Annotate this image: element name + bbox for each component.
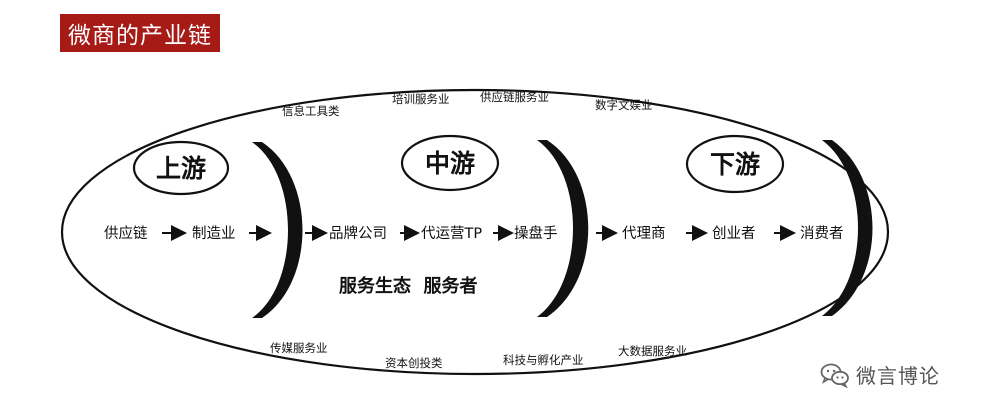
wechat-icon	[820, 363, 849, 388]
bracket-separator-3	[822, 140, 873, 316]
node-consumer: 消费者	[800, 225, 844, 242]
sector-training: 培训服务业	[392, 92, 450, 106]
watermark: 微言博论	[820, 360, 940, 389]
node-operator-tp: 代运营TP	[421, 225, 482, 242]
sector-tech-incubation: 科技与孵化产业	[503, 353, 584, 367]
upstream-oval	[132, 140, 230, 196]
stage-upstream: 上游	[156, 154, 206, 183]
node-trader: 操盘手	[514, 224, 558, 242]
sector-info-tools: 信息工具类	[282, 104, 340, 118]
sector-supply-chain-services: 供应链服务业	[480, 90, 549, 104]
bracket-separator-2	[537, 140, 589, 317]
node-agent: 代理商	[622, 225, 666, 242]
watermark-text: 微言博论	[856, 364, 940, 388]
midstream-oval	[400, 134, 500, 192]
sector-media-services: 传媒服务业	[270, 341, 328, 355]
sector-big-data-services: 大数据服务业	[618, 344, 687, 358]
bracket-separator-1	[252, 142, 303, 318]
service-ecosystem-label: 服务生态 服务者	[339, 275, 478, 297]
sector-venture-capital: 资本创投类	[385, 356, 443, 370]
node-brand-company: 品牌公司	[329, 225, 387, 242]
stage-midstream: 中游	[425, 149, 475, 178]
node-supply-chain: 供应链	[104, 224, 148, 242]
outer-ellipse	[60, 88, 890, 376]
sector-digital-entertainment: 数字文娱业	[595, 98, 653, 112]
node-manufacturing: 制造业	[192, 225, 236, 242]
page-title: 微商的产业链	[60, 14, 220, 52]
node-entrepreneur: 创业者	[712, 225, 756, 242]
stage-downstream: 下游	[710, 150, 760, 179]
downstream-oval	[685, 134, 785, 194]
